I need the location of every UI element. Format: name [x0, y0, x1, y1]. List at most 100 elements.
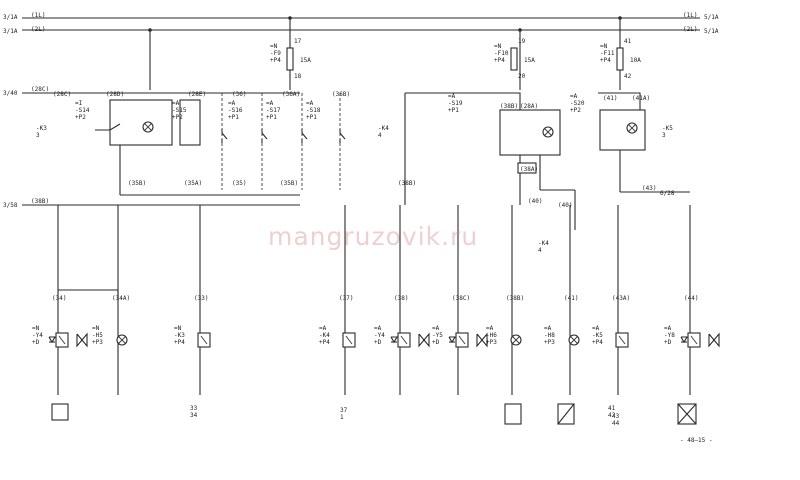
lamp-cross [512, 336, 520, 344]
node-label: (35) [232, 180, 246, 187]
component-ref: =A-S20+P2 [570, 93, 585, 114]
load-ref: =A-Y5+D [432, 325, 443, 346]
symbol-diag [557, 403, 575, 425]
node-label: (28C) [53, 91, 71, 98]
diode-symbol [680, 336, 688, 344]
load-ref: =A-K4+P4 [319, 325, 330, 346]
component-ref: =A-S19+P1 [448, 93, 463, 114]
feed-left-low-tag: (38B) [31, 198, 49, 205]
load-ref: =A-H8+P3 [544, 325, 555, 346]
valve-load [76, 332, 88, 348]
coil-diag [345, 335, 353, 345]
switch-contact [301, 132, 308, 140]
load-ref: =N-H5+P3 [92, 325, 103, 346]
node-label: (41A) [632, 95, 650, 102]
switch-contact [261, 132, 268, 140]
node-label: (35B) [280, 180, 298, 187]
feed-left-mid-tag: (28C) [31, 86, 49, 93]
bus-right-tag-bottom: (2L) [683, 26, 697, 33]
load-node: (37) [339, 295, 353, 302]
diode-symbol [390, 336, 398, 344]
valve-load [476, 332, 488, 348]
component-ref: =A-S17+P1 [266, 100, 281, 121]
switch-contact [221, 132, 228, 140]
load-node: (33) [194, 295, 208, 302]
node-label: (36A) [282, 91, 300, 98]
load-ref: =N-Y4+D [32, 325, 43, 346]
load-node: (34A) [112, 295, 130, 302]
load-node: (43A) [612, 295, 630, 302]
wire [58, 289, 119, 300]
fuse-body [286, 47, 294, 71]
footer-label: - 48—15 - [680, 437, 713, 444]
fuse-rating: 15A [300, 57, 311, 64]
switch-S14-frame [109, 99, 173, 146]
node-label: (40) [558, 202, 572, 209]
load-ref: =A-Y8+D [664, 325, 675, 346]
load-node: (38B) [506, 295, 524, 302]
fuse-pin: 41 [624, 38, 632, 45]
load-ref: =A-H6+P3 [486, 325, 497, 346]
switch-S20-frame [599, 109, 646, 151]
fuse-ref: =N-F11+P4 [600, 43, 615, 64]
node-label: (38B) [500, 103, 518, 110]
feed-right-low: 6/28 [660, 190, 675, 197]
wiring [22, 16, 720, 425]
load-ref: =N-K3+P4 [174, 325, 185, 346]
coil-diag [200, 335, 208, 345]
fuse-pin: 20 [518, 73, 526, 80]
node-label: (28A) [520, 103, 538, 110]
fuse-body [510, 47, 518, 71]
node-label: (28D) [106, 91, 124, 98]
lamp-cross [628, 124, 636, 132]
feed-left-low: 3/58 [3, 202, 18, 209]
fuse-rating: 15A [524, 57, 535, 64]
node-label: (41) [603, 95, 617, 102]
coil-diag [458, 335, 466, 345]
component-ref: =A-S16+P1 [228, 100, 243, 121]
load-node: (38) [394, 295, 408, 302]
node-box [517, 162, 537, 174]
coil-diag [618, 335, 626, 345]
bus-right-top: 5/1A [704, 14, 719, 21]
coil-diag [58, 335, 66, 345]
load-node: (34) [52, 295, 66, 302]
feed-left-mid: 3/40 [3, 90, 18, 97]
node-label: (36) [232, 91, 246, 98]
component-ref: =A-S18+P1 [306, 100, 321, 121]
load-ref: =A-Y4+D [374, 325, 385, 346]
fuse-ref: =N-F10+P4 [494, 43, 509, 64]
switch-contact [339, 132, 346, 140]
coil-diag [400, 335, 408, 345]
symbol-frame [51, 403, 69, 421]
bus-left-bottom: 3/1A [3, 28, 18, 35]
load-node: (38C) [452, 295, 470, 302]
lamp-cross [144, 123, 152, 131]
labels: 3/1A(1L)3/1A(2L)(1L)5/1A(2L)5/1A=N-F9+P4… [3, 12, 719, 444]
node-label: (38B) [398, 180, 416, 187]
component-ref: =A-S15+P2 [172, 100, 187, 121]
bus-right-bottom: 5/1A [704, 28, 719, 35]
bus-left-top: 3/1A [3, 14, 18, 21]
valve-load [418, 332, 430, 348]
fuse-pin: 18 [294, 73, 302, 80]
switch-S15-frame [179, 99, 201, 146]
fuse-pin: 19 [518, 38, 526, 45]
lamp-cross [118, 336, 126, 344]
node-label: (35B) [128, 180, 146, 187]
symbol-frame [504, 403, 522, 425]
feed-38B-right [405, 92, 521, 110]
symbol-x [677, 403, 697, 425]
fuse-rating: 10A [630, 57, 641, 64]
lamp-cross [570, 336, 578, 344]
load-node: (44) [684, 295, 698, 302]
coil-diag [690, 335, 698, 345]
bus-left-tag-top: (1L) [31, 12, 45, 19]
fuse-ref: =N-F9+P4 [270, 43, 281, 64]
